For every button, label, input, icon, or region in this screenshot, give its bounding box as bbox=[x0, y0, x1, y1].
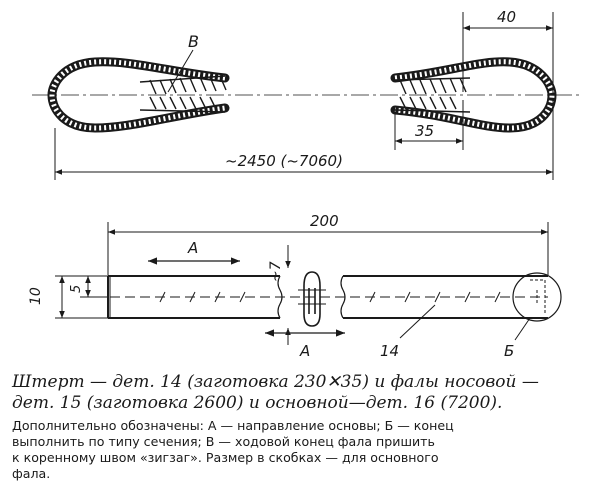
arrow-a-bottom-label: А bbox=[299, 342, 310, 360]
left-splice bbox=[139, 75, 227, 113]
strap-bottom-view bbox=[55, 222, 562, 345]
stitch-marks bbox=[159, 291, 501, 303]
arrow-a-top-label: А bbox=[187, 239, 198, 257]
caption-note-line-4: фала. bbox=[12, 466, 51, 481]
dim-35-line bbox=[394, 100, 464, 150]
dim-total-line bbox=[54, 100, 554, 180]
caption-note-line-1: Дополнительно обозначены: А — направлени… bbox=[12, 418, 454, 433]
detail-b-label: Б bbox=[504, 342, 514, 360]
dim-200-text: 200 bbox=[310, 212, 339, 230]
caption-note-line-3: к коренному швом «зигзаг». Размер в скоб… bbox=[12, 450, 439, 465]
rope-top-view bbox=[32, 12, 580, 180]
folded-seam bbox=[298, 271, 326, 327]
caption-note-line-2: выполнить по типу сечения; В — ходовой к… bbox=[12, 434, 435, 449]
caption-main-line-2: дет. 15 (заготовка 2600) и основной—дет.… bbox=[12, 393, 503, 413]
leader-b-thimble bbox=[167, 49, 194, 93]
caption-main: Штерт — дет. 14 (заготовка 230✕35) и фал… bbox=[12, 372, 597, 414]
strip-right bbox=[343, 275, 548, 319]
caption-notes: Дополнительно обозначены: А — направлени… bbox=[12, 418, 597, 482]
dim-35-text: 35 bbox=[415, 122, 434, 140]
part-14-label: 14 bbox=[380, 342, 399, 360]
leader-14 bbox=[399, 304, 436, 339]
dim-40-line bbox=[462, 12, 554, 95]
label-b-thimble: В bbox=[188, 32, 199, 51]
leader-b-detail bbox=[514, 317, 531, 341]
right-loop bbox=[390, 57, 557, 133]
dim-40-text: 40 bbox=[497, 8, 516, 26]
dim-7-text: ~7 bbox=[268, 261, 284, 282]
right-splice bbox=[394, 77, 471, 113]
dim-5-text: 5 bbox=[69, 285, 84, 293]
caption-main-line-1: Штерт — дет. 14 (заготовка 230✕35) и фал… bbox=[12, 372, 539, 392]
dim-10-text: 10 bbox=[28, 287, 44, 305]
detail-b-circle bbox=[512, 272, 562, 322]
dim-total-text: ~2450 (~7060) bbox=[225, 152, 343, 170]
